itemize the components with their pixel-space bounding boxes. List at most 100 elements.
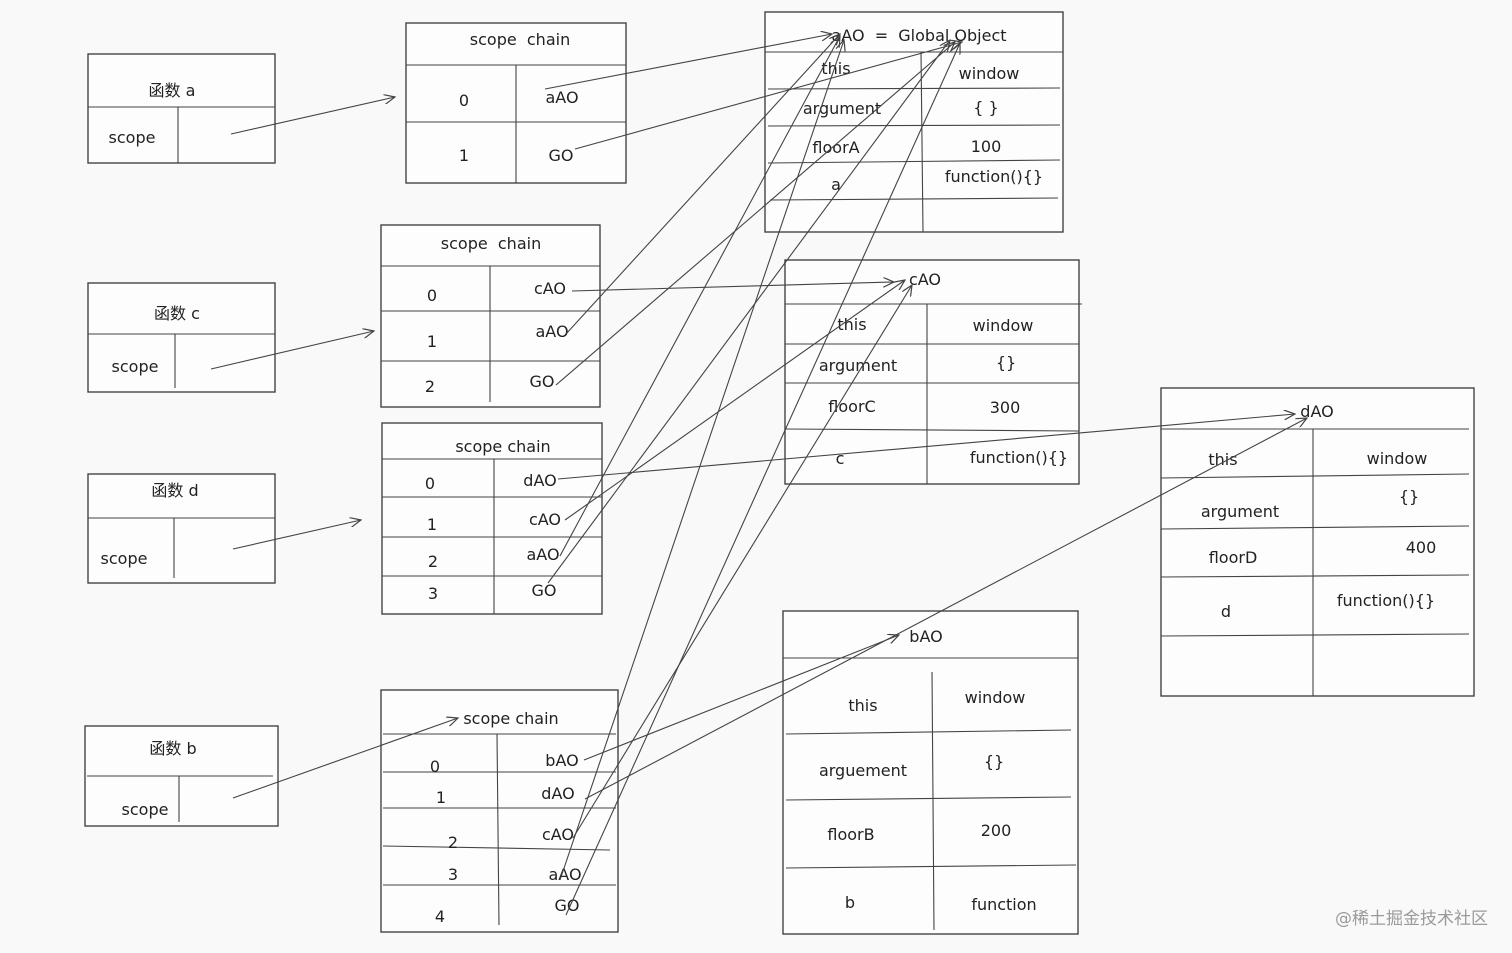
ao-key: floorB: [827, 825, 874, 844]
ao-value: 400: [1406, 538, 1437, 557]
arrow-chain-c-1: [565, 34, 840, 335]
scope-chain-title: scope chain: [441, 234, 541, 253]
chain-index: 1: [427, 515, 437, 534]
ao-key: a: [831, 175, 841, 194]
chain-index: 2: [425, 377, 435, 396]
chain-entry: cAO: [534, 279, 566, 298]
arrow-a-scope: [230, 97, 395, 135]
chain-entry: GO: [532, 581, 557, 600]
ao-key: d: [1221, 602, 1231, 621]
ao-value: window: [973, 316, 1034, 335]
function-title: 函数 d: [151, 481, 198, 500]
chain-index: 0: [425, 474, 435, 493]
ao-value: function(){}: [1337, 591, 1435, 610]
ao-key: floorD: [1209, 548, 1258, 567]
function-box-d: 函数 d scope: [87, 473, 276, 584]
ao-key: b: [845, 893, 855, 912]
scope-chain-box-a: scope chain 0 1 aAO GO: [405, 22, 627, 184]
ao-value: 100: [971, 137, 1002, 156]
ao-value: { }: [973, 98, 998, 117]
chain-index: 0: [427, 286, 437, 305]
arrow-chain-d-3: [547, 40, 950, 584]
ao-title: bAO: [909, 627, 942, 646]
watermark: @稀土掘金技术社区: [1335, 909, 1488, 929]
arrow-chain-a-1: [574, 42, 962, 150]
arrows-scope-to-chain: [210, 97, 458, 799]
ao-value: 300: [990, 398, 1021, 417]
arrow-chain-b-2: [572, 285, 912, 839]
arrows-chain-to-ao: [544, 34, 1307, 916]
scope-chain-title: scope chain: [455, 437, 550, 456]
chain-index: 3: [428, 584, 438, 603]
ao-key: this: [1208, 450, 1237, 469]
arrow-chain-b-3: [559, 40, 844, 881]
chain-entry: cAO: [542, 825, 574, 844]
ao-key: argument: [1201, 502, 1279, 521]
function-box-c: 函数 c scope: [87, 282, 276, 393]
ao-value: {}: [984, 752, 1004, 771]
function-box-b: 函数 b scope: [84, 725, 279, 827]
activation-object-cAO: cAO this argument floorC c window {} 300…: [784, 259, 1082, 485]
ao-key: floorC: [828, 397, 875, 416]
ao-value: {}: [1399, 487, 1419, 506]
chain-index: 3: [448, 865, 458, 884]
function-title: 函数 b: [149, 739, 196, 758]
arrow-chain-d-1: [564, 280, 905, 521]
scope-chain-title: scope chain: [463, 709, 558, 728]
chain-entry: dAO: [541, 784, 574, 803]
chain-index: 1: [427, 332, 437, 351]
ao-key: arguement: [819, 761, 907, 780]
chain-index: 4: [435, 907, 445, 926]
ao-value: window: [1367, 449, 1428, 468]
ao-title: cAO: [909, 270, 941, 289]
ao-title: dAO: [1300, 402, 1333, 421]
chain-entry: dAO: [523, 471, 556, 490]
arrow-chain-c-2: [555, 42, 955, 386]
ao-value: 200: [981, 821, 1012, 840]
arrow-chain-b-4: [565, 43, 960, 916]
ao-title: aAO = Global Object: [831, 26, 1006, 45]
ao-value: window: [965, 688, 1026, 707]
activation-object-dAO: dAO this argument floorD d window {} 400…: [1160, 387, 1475, 697]
chain-index: 1: [459, 146, 469, 165]
scope-chain-box-b: scope chain 0 1 2 3 4 bAO dAO cAO aAO GO: [380, 689, 619, 933]
ao-value: {}: [996, 353, 1016, 372]
chain-entry: GO: [549, 146, 574, 165]
chain-entry: GO: [530, 372, 555, 391]
ao-key: this: [837, 315, 866, 334]
chain-entry: aAO: [545, 88, 578, 107]
function-title: 函数 c: [154, 304, 200, 323]
activation-object-aAO: aAO = Global Object this argument floorA…: [764, 11, 1064, 233]
chain-entry: aAO: [526, 545, 559, 564]
arrow-chain-a-0: [544, 34, 832, 90]
scope-chain-box-c: scope chain 0 1 2 cAO aAO GO: [380, 224, 601, 408]
ao-value: function(){}: [970, 448, 1068, 467]
ao-key: this: [848, 696, 877, 715]
function-box-a: 函数 a scope: [87, 53, 276, 164]
chain-entry: GO: [555, 896, 580, 915]
scope-label: scope: [101, 549, 148, 568]
ao-value: window: [959, 64, 1020, 83]
ao-key: argument: [819, 356, 897, 375]
ao-key: floorA: [812, 138, 859, 157]
arrow-chain-d-2: [559, 36, 840, 557]
chain-index: 0: [430, 757, 440, 776]
ao-key: this: [821, 59, 850, 78]
arrow-c-scope: [210, 331, 374, 370]
arrow-b-scope: [232, 718, 458, 799]
chain-entry: cAO: [529, 510, 561, 529]
arrow-chain-b-0: [583, 635, 899, 761]
chain-index: 0: [459, 91, 469, 110]
ao-value: function(){}: [945, 167, 1043, 186]
ao-value: function: [971, 895, 1036, 914]
chain-index: 2: [428, 552, 438, 571]
chain-entry: aAO: [535, 322, 568, 341]
scope-chain-box-d: scope chain 0 1 2 3 dAO cAO aAO GO: [381, 422, 603, 615]
scope-label: scope: [122, 800, 169, 819]
scope-label: scope: [109, 128, 156, 147]
arrow-chain-b-1: [584, 418, 1307, 800]
ao-key: c: [836, 449, 845, 468]
arrow-d-scope: [232, 520, 361, 550]
activation-object-bAO: bAO this arguement floorB b window {} 20…: [782, 610, 1079, 935]
